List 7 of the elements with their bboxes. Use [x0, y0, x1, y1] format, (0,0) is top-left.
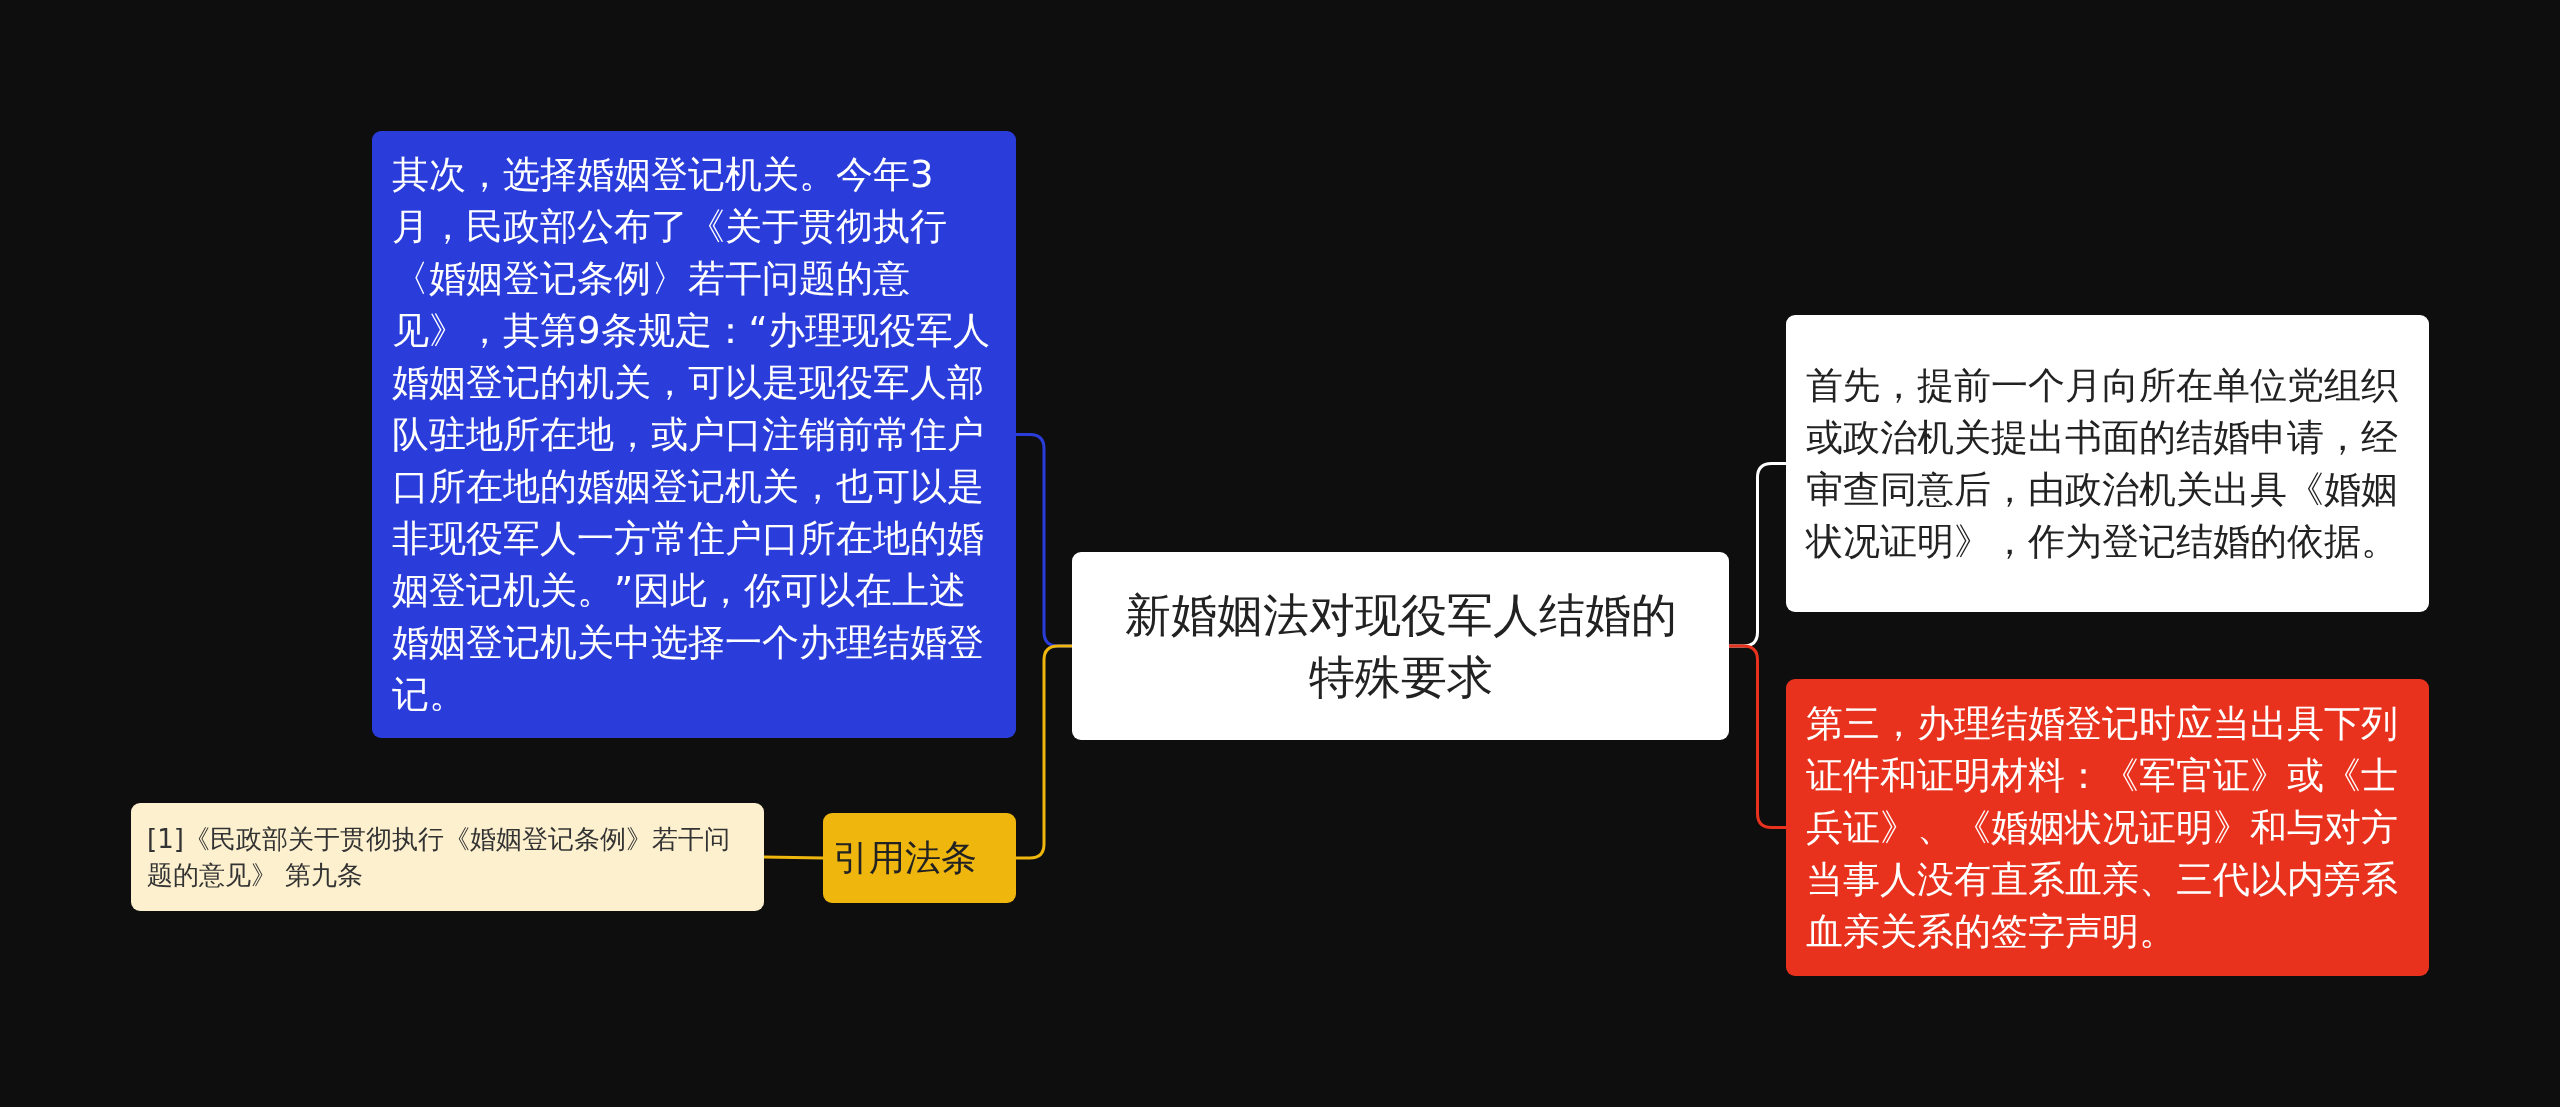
text-box: 其次，选择婚姻登记机关。今年3月，民政部公布了《关于贯彻执行〈婚姻登记条例〉若干问题的意见》，其第9条规定：“办理现役军人婚姻登记的机关，可以是现役军人部队驻地所在地，或户口注销前常住户口所在地的婚姻登记机关，也可以是非现役军人一方常住户口所在地的婚姻登记机关。”因此，你可以在上述婚姻登记机关中选择一个办理结婚登记。 [372, 131, 1016, 738]
text-box: 首先，提前一个月向所在单位党组织或政治机关提出书面的结婚申请，经审查同意后，由政治机关出具《婚姻状况证明》，作为登记结婚的依据。 [1786, 315, 2429, 612]
topic-box: 引用法条 [823, 813, 1016, 903]
topic-box: 新婚姻法对现役军人结婚的特殊要求 [1072, 552, 1729, 740]
connector-line [763, 855, 824, 860]
text-box: 第三，办理结婚登记时应当出具下列证件和证明材料：《军官证》或《士兵证》、《婚姻状况证明》和与对方当事人没有直系血亲、三代以内旁系血亲关系的签字声明。 [1786, 679, 2429, 976]
citation-box: [1]《民政部关于贯彻执行《婚姻登记条例》若干问题的意见》 第九条 [131, 803, 764, 911]
